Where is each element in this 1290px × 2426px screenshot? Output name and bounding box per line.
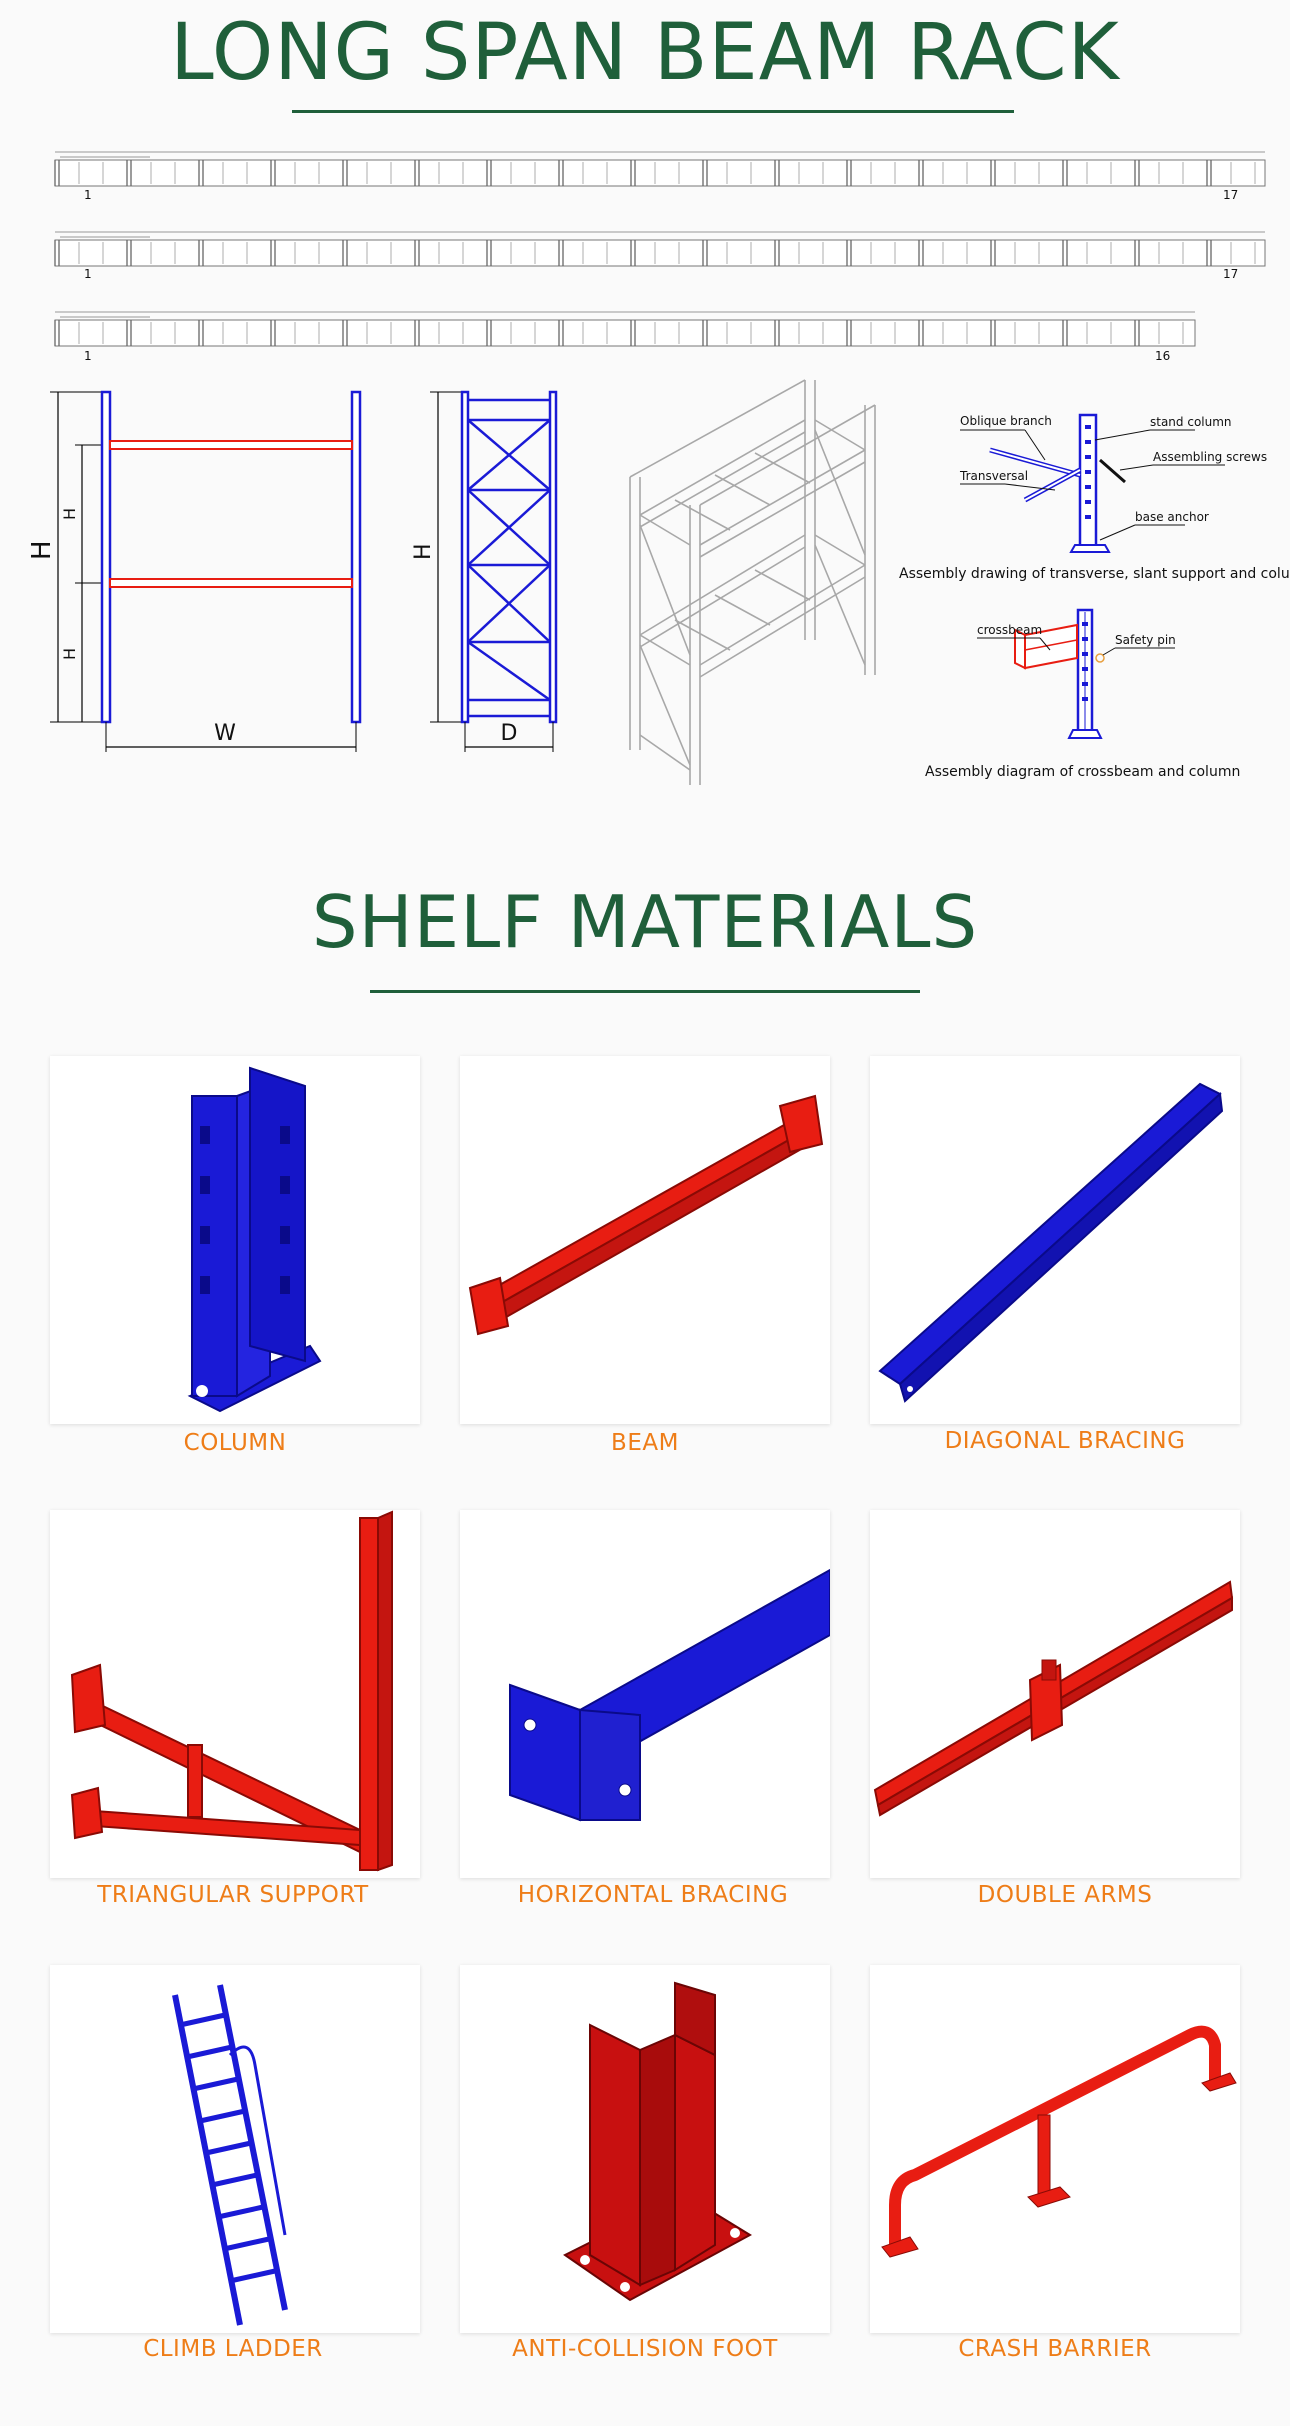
dim-h-level-top: H [60, 508, 79, 520]
assembly2-caption: Assembly diagram of crossbeam and column [925, 764, 1240, 780]
anti-collision-foot-icon [563, 1981, 752, 2302]
material-label: DIAGONAL BRACING [944, 1428, 1186, 1454]
dim-depth: D [501, 721, 518, 746]
dim-width: W [214, 721, 236, 746]
strip-start-label: 1 [84, 349, 92, 363]
material-label: DOUBLE ARMS [977, 1882, 1153, 1908]
label-crossbeam: crossbeam [977, 623, 1042, 637]
front-elevation-drawing: H H H W [27, 390, 362, 752]
triangular-support-icon [70, 1510, 393, 1872]
isometric-rack-drawing [629, 379, 876, 785]
assembly-drawing-2: crossbeam Safety pin Assembly diagram of… [925, 608, 1240, 780]
dim-h-side: H [411, 543, 436, 560]
strip-start-label: 1 [84, 267, 92, 281]
material-card [50, 1510, 420, 1878]
dim-h-total: H [27, 540, 57, 560]
double-arms-icon [873, 1580, 1234, 1817]
strip-line [54, 159, 1266, 187]
label-transversal: Transversal [959, 469, 1028, 483]
side-elevation-drawing: H D [411, 390, 558, 752]
climb-ladder-icon [172, 1984, 288, 2326]
material-label: HORIZONTAL BRACING [517, 1882, 789, 1908]
material-card [870, 1056, 1240, 1424]
material-label: ANTI-COLLISION FOOT [512, 2336, 778, 2362]
label-oblique-branch: Oblique branch [960, 414, 1052, 428]
label-safety-pin: Safety pin [1115, 633, 1176, 647]
section-underline [370, 990, 920, 993]
material-card [50, 1056, 420, 1424]
section-title: SHELF MATERIALS [311, 880, 979, 964]
title-underline [292, 110, 1014, 113]
layout-strip [54, 311, 1196, 347]
strip-end-label: 17 [1223, 188, 1238, 202]
column-icon [187, 1066, 322, 1413]
material-card [870, 1965, 1240, 2333]
layout-strip [54, 151, 1266, 187]
material-card [50, 1965, 420, 2333]
page-title: LONG SPAN BEAM RACK [170, 8, 1120, 98]
strip-line [54, 239, 1266, 267]
material-label: TRIANGULAR SUPPORT [97, 1882, 369, 1908]
material-card [460, 1510, 830, 1878]
material-label: BEAM [611, 1430, 679, 1456]
material-label: CRASH BARRIER [958, 2336, 1152, 2362]
strip-end-label: 16 [1155, 349, 1170, 363]
material-card [460, 1965, 830, 2333]
assembly1-caption: Assembly drawing of transverse, slant su… [899, 566, 1290, 582]
label-stand-column: stand column [1150, 415, 1232, 429]
diagonal-bracing-icon [878, 1082, 1224, 1403]
strip-line [54, 319, 1196, 347]
layout-strips: 1 17 1 17 1 16 [54, 151, 1266, 363]
beam-icon [468, 1094, 824, 1336]
material-label: CLIMB LADDER [143, 2336, 323, 2362]
strip-end-label: 17 [1223, 267, 1238, 281]
assembly-drawing-1: Oblique branch stand column Assembling s… [899, 413, 1290, 582]
label-assembling-screws: Assembling screws [1153, 450, 1267, 464]
strip-start-label: 1 [84, 188, 92, 202]
horizontal-bracing-icon [509, 1568, 830, 1822]
material-card [870, 1510, 1240, 1878]
material-card [460, 1056, 830, 1424]
dim-h-level-bottom: H [60, 648, 79, 660]
layout-strip [54, 231, 1266, 267]
crash-barrier-icon [881, 2025, 1237, 2258]
material-label: COLUMN [183, 1430, 287, 1456]
label-base-anchor: base anchor [1135, 510, 1209, 524]
